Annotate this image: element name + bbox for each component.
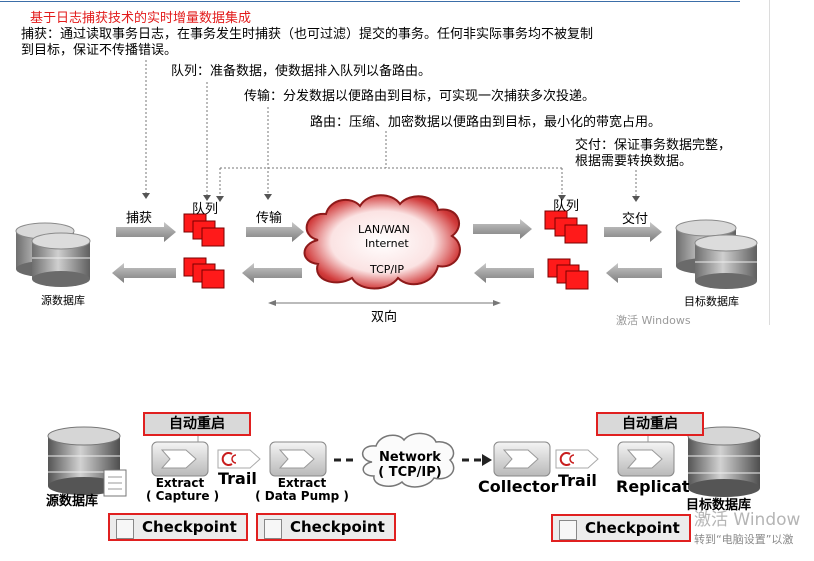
network-connector-arrowhead	[482, 454, 492, 466]
windows-activation-watermark-top: 激活 Windows	[616, 314, 691, 327]
collector-process-icon	[493, 441, 551, 477]
source-database-label: 源数据库	[41, 294, 85, 307]
network-label-line2: ( TCP/IP)	[378, 465, 442, 480]
bottom-target-database-icon	[687, 426, 761, 497]
label-capture: 捕获	[126, 211, 153, 226]
target-database-label: 目标数据库	[684, 295, 739, 308]
network-label-line1: Network	[379, 450, 441, 465]
checkpoint-1-box: Checkpoint	[108, 513, 248, 541]
extract-capture-process-icon	[151, 441, 209, 477]
diagram-title: 基于日志捕获技术的实时增量数据集成	[30, 11, 252, 26]
bottom-source-database-icon	[47, 426, 127, 497]
checkpoint-2-icon	[264, 516, 286, 539]
checkpoint-2-label: Checkpoint	[290, 518, 385, 536]
checkpoint-3-label: Checkpoint	[585, 519, 680, 537]
checkpoint-3-box: Checkpoint	[551, 514, 691, 542]
cloud-text-tcp-ip: TCP/IP	[370, 263, 404, 276]
guide-lines	[145, 60, 637, 198]
trail-1-label: Trail	[218, 469, 257, 488]
extract-data-pump-line1: Extract	[277, 476, 327, 490]
transmit-description: 传输：分发数据以便路由到目标，可实现一次捕获多次投递。	[244, 89, 596, 104]
queue-left-bottom-icon	[183, 257, 225, 289]
deliver-description-line2: 根据需要转换数据。	[575, 154, 693, 169]
checkpoint-2-box: Checkpoint	[256, 513, 396, 541]
top-diagram-graphics	[15, 60, 758, 306]
queue-description: 队列：准备数据，使数据排入队列以备路由。	[171, 64, 432, 79]
extract-data-pump-line2: ( Data Pump )	[255, 489, 349, 503]
replicat-process-icon	[617, 441, 675, 477]
cloud-text-lan-wan: LAN/WAN	[358, 223, 410, 236]
bidirectional-label: 双向	[371, 310, 398, 325]
queue-left-top-icon	[183, 213, 225, 247]
label-deliver: 交付	[622, 212, 649, 227]
deliver-description-line1: 交付：保证事务数据完整，	[575, 138, 732, 153]
capture-description-line2: 到目标，保证不传播错误。	[21, 43, 178, 58]
target-database-icon	[675, 219, 758, 289]
route-description: 路由：压缩、加密数据以便路由到目标，最小化的带宽占用。	[310, 115, 662, 130]
network-label: Network ( TCP/IP)	[370, 450, 450, 480]
extract-data-pump-label: Extract ( Data Pump )	[252, 477, 352, 503]
capture-description-line1: 捕获：通过读取事务日志，在事务发生时捕获（也可过滤）提交的事务。任何非实际事务均…	[21, 27, 594, 42]
bottom-target-database-label: 目标数据库	[686, 498, 752, 513]
replicat-label: Replicat	[616, 477, 690, 496]
auto-restart-right-label: 自动重启	[596, 412, 704, 436]
extract-capture-label: Extract ( Capture )	[146, 476, 219, 503]
bidirectional-line	[268, 300, 501, 306]
windows-activation-watermark-bottom: 激活 Window	[694, 510, 801, 530]
bottom-source-database-label: 源数据库	[46, 494, 99, 509]
label-queue-left: 队列	[192, 202, 219, 217]
extract-capture-line2: ( Capture )	[146, 489, 220, 503]
backward-arrows	[112, 263, 662, 283]
checkpoint-1-label: Checkpoint	[142, 518, 237, 536]
trail-2-icon	[555, 449, 599, 469]
windows-activation-hint-bottom: 转到“电脑设置”以激	[694, 533, 794, 546]
collector-label: Collector	[478, 477, 559, 496]
trail-1-icon	[217, 449, 261, 469]
bottom-network-cloud-icon	[362, 432, 455, 488]
queue-right-top-icon	[544, 210, 588, 244]
label-transmit: 传输	[256, 211, 283, 226]
checkpoint-1-icon	[116, 516, 138, 539]
cloud-text-internet: Internet	[365, 237, 409, 250]
trail-2-label: Trail	[558, 471, 597, 490]
top-rule	[0, 1, 740, 2]
extract-data-pump-process-icon	[269, 441, 327, 477]
label-queue-right: 队列	[553, 199, 580, 214]
checkpoint-3-icon	[559, 517, 581, 540]
bottom-diagram-graphics	[47, 426, 761, 497]
auto-restart-left-label: 自动重启	[143, 412, 251, 436]
queue-right-bottom-icon	[547, 258, 589, 290]
source-database-icon	[15, 222, 91, 287]
forward-arrows	[116, 219, 662, 242]
top-divider-right	[769, 0, 770, 325]
network-cloud-icon	[303, 194, 461, 290]
extract-capture-line1: Extract	[155, 476, 205, 490]
